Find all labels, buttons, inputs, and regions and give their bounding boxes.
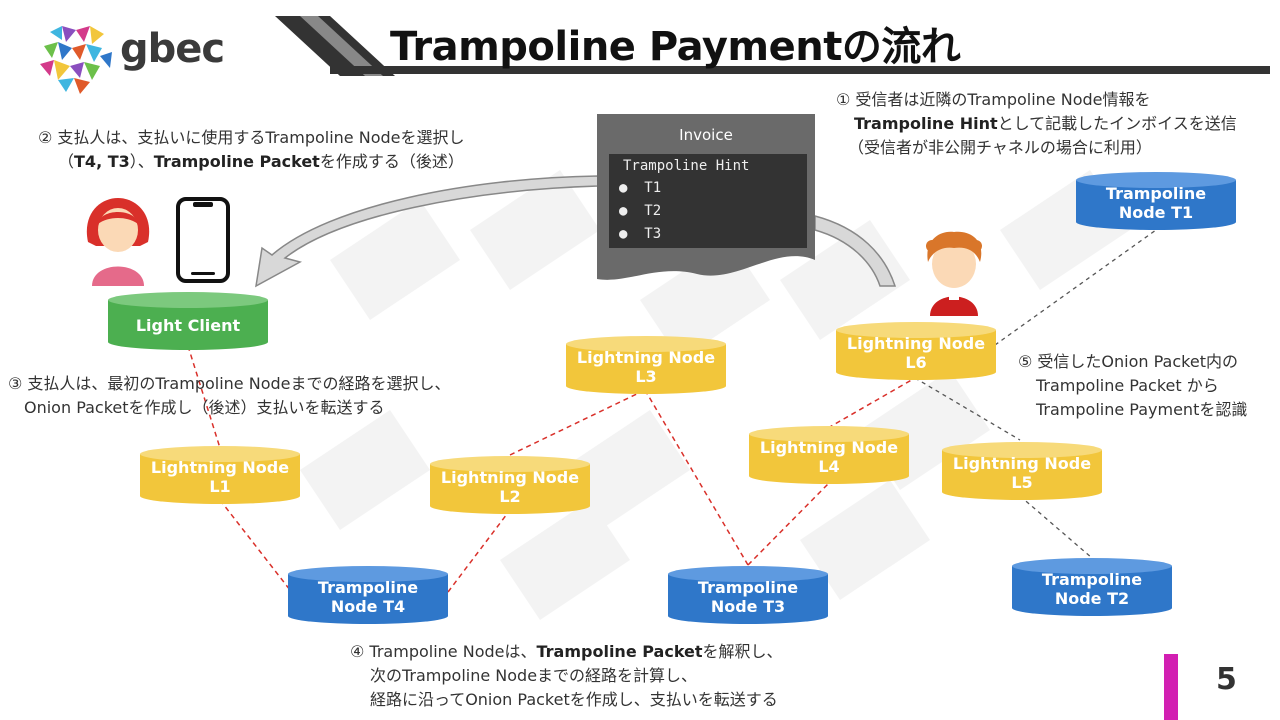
note-step-5: ⑤ 受信したOnion Packet内の Trampoline Packet か… (1018, 352, 1248, 419)
payment-route-links (187, 345, 916, 593)
cylinder-shape (140, 446, 300, 504)
note-step-3: ③ 支払人は、最初のTrampoline Nodeまでの経路を選択し、 Onio… (8, 374, 451, 417)
background-pattern (300, 170, 1130, 620)
invoice-title: Invoice (679, 126, 733, 144)
trampoline-hint-box: Trampoline Hint ● T1 ● T2 ● T3 (609, 154, 807, 248)
trampoline-hint-title: Trampoline Hint (623, 158, 750, 174)
cylinder-shape (836, 322, 996, 380)
cylinder-shape (430, 456, 590, 514)
hint-item: ● T1 (619, 180, 662, 196)
receiver-avatar-icon (926, 231, 982, 316)
payer-avatar-icon (86, 198, 150, 286)
title-underline (330, 66, 1270, 74)
note-step-2: ② 支払人は、支払いに使用するTrampoline Nodeを選択し （T4, … (38, 128, 465, 171)
hint-item: ● T2 (619, 203, 662, 219)
page-title: Trampoline Paymentの流れ (390, 24, 961, 70)
gbec-logo-icon (40, 26, 112, 94)
cylinder-shape (1012, 558, 1172, 616)
receiver-to-invoice-arrow (814, 215, 897, 287)
note-step-1: ① 受信者は近隣のTrampoline Node情報を Trampoline H… (836, 90, 1237, 157)
node-light-client: Light Client (108, 292, 268, 350)
page-number: 5 (1216, 662, 1237, 697)
logo-wordmark: gbec (120, 26, 225, 72)
cylinder-shape (108, 292, 268, 350)
cylinder-shape (942, 442, 1102, 500)
cylinder-shape (288, 566, 448, 624)
page-accent-bar (1164, 654, 1178, 720)
title-banner-stripe (300, 16, 383, 76)
note-step-4: ④ Trampoline Nodeは、Trampoline Packetを解釈し… (350, 642, 783, 709)
invoice-to-light-client-arrow (255, 175, 599, 288)
smartphone-icon (176, 197, 230, 283)
cylinder-shape (1076, 172, 1236, 230)
cylinder-shape (668, 566, 828, 624)
invoice-document: Invoice Trampoline Hint ● T1 ● T2 ● T3 (597, 114, 815, 284)
node-label: Light Client (135, 316, 241, 335)
hint-item: ● T3 (619, 226, 662, 242)
cylinder-shape (749, 426, 909, 484)
cylinder-shape (566, 336, 726, 394)
channel-links (914, 229, 1157, 559)
title-underline-end (1258, 66, 1270, 74)
